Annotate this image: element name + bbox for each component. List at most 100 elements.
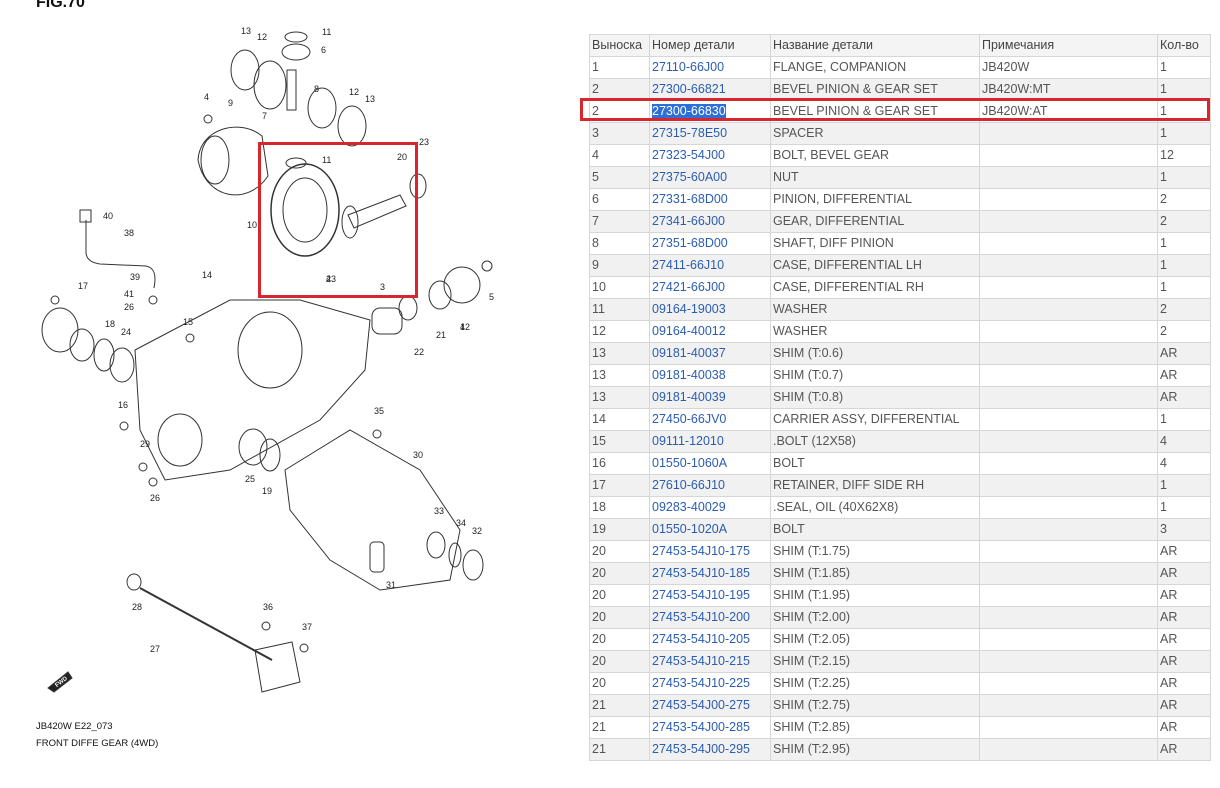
column-header-notes[interactable]: Примечания [979, 34, 1158, 57]
column-header-ref[interactable]: Выноска [589, 34, 650, 57]
cell-part-number-link[interactable]: 27453-54J10-185 [649, 562, 771, 585]
part-number-link[interactable]: 09164-19003 [652, 302, 726, 316]
cell-part-number-link[interactable]: 01550-1020A [649, 518, 771, 541]
part-number-link[interactable]: 01550-1060A [652, 456, 728, 470]
cell-part-number-link[interactable]: 27315-78E50 [649, 122, 771, 145]
cell-part-number-link[interactable]: 09111-12010 [649, 430, 771, 453]
cell-part-number-link[interactable]: 27453-54J10-200 [649, 606, 771, 629]
part-number-link[interactable]: 27453-54J10-200 [652, 610, 750, 624]
part-number-link[interactable]: 27453-54J10-205 [652, 632, 750, 646]
part-number-link[interactable]: 27453-54J10-195 [652, 588, 750, 602]
part-number-link[interactable]: 27421-66J00 [652, 280, 725, 294]
part-number-link[interactable]: 27323-54J00 [652, 148, 725, 162]
cell-part-number-link[interactable]: 09164-40012 [649, 320, 771, 343]
cell-part-number-link[interactable]: 27375-60A00 [649, 166, 771, 189]
cell-part-number-link[interactable]: 09181-40037 [649, 342, 771, 365]
part-number-link[interactable]: 27341-66J00 [652, 214, 725, 228]
cell-part-number-link[interactable]: 27110-66J00 [649, 56, 771, 79]
cell-part-number-link[interactable]: 27421-66J00 [649, 276, 771, 299]
cell-part-number-link[interactable]: 01550-1060A [649, 452, 771, 475]
part-number-link[interactable]: 27375-60A00 [652, 170, 728, 184]
part-number-link[interactable]: 27315-78E50 [652, 126, 728, 140]
part-number-link[interactable]: 09181-40039 [652, 390, 726, 404]
part-number-link[interactable]: 27453-54J10-225 [652, 676, 750, 690]
part-number-link[interactable]: 27453-54J00-275 [652, 698, 750, 712]
cell-part-number-link[interactable]: 27610-66J10 [649, 474, 771, 497]
cell-part-number-link[interactable]: 27453-54J00-275 [649, 694, 771, 717]
part-number-link[interactable]: 27453-54J10-175 [652, 544, 750, 558]
cell-part-number-link[interactable]: 09283-40029 [649, 496, 771, 519]
cell-part-number-link[interactable]: 27351-68D00 [649, 232, 771, 255]
part-number-link[interactable]: 27351-68D00 [652, 236, 728, 250]
part-number-link[interactable]: 27411-66J10 [652, 258, 725, 272]
cell-part-number-link[interactable]: 27453-54J00-295 [649, 738, 771, 761]
cell-part-number-link[interactable]: 09181-40038 [649, 364, 771, 387]
cell-part-number-link[interactable]: 27453-54J10-195 [649, 584, 771, 607]
part-number-link[interactable]: 27453-54J00-285 [652, 720, 750, 734]
part-number-link[interactable]: 27300-66830 [652, 104, 726, 118]
cell-part-number-link[interactable]: 27453-54J10-225 [649, 672, 771, 695]
cell-part-number-link[interactable]: 27453-54J10-205 [649, 628, 771, 651]
part-number-link[interactable]: 27610-66J10 [652, 478, 725, 492]
cell-part-number-link[interactable]: 27323-54J00 [649, 144, 771, 167]
part-number-link[interactable]: 01550-1020A [652, 522, 728, 536]
part-number-link[interactable]: 27331-68D00 [652, 192, 728, 206]
part-number-link[interactable]: 27110-66J00 [652, 60, 725, 74]
cell-part-number-link[interactable]: 27453-54J10-175 [649, 540, 771, 563]
cell-part-number-link[interactable]: 27450-66JV0 [649, 408, 771, 431]
cell-part-number-link[interactable]: 09164-19003 [649, 298, 771, 321]
cell-part-number-link[interactable]: 27300-66821 [649, 78, 771, 101]
part-number-link[interactable]: 27300-66821 [652, 82, 726, 96]
part-number-link[interactable]: 09181-40038 [652, 368, 726, 382]
part-number-link[interactable]: 09283-40029 [652, 500, 726, 514]
part-number-link[interactable]: 09164-40012 [652, 324, 726, 338]
cell-part-number-link[interactable]: 09181-40039 [649, 386, 771, 409]
cell-part-number-link[interactable]: 27453-54J00-285 [649, 716, 771, 739]
cell-part-number-link[interactable]: 27341-66J00 [649, 210, 771, 233]
cell-part-number-link[interactable]: 27453-54J10-215 [649, 650, 771, 673]
column-header-part-number[interactable]: Номер детали [649, 34, 771, 57]
part-number-link[interactable]: 27453-54J10-215 [652, 654, 750, 668]
part-number-link[interactable]: 27453-54J10-185 [652, 566, 750, 580]
cell-part-number-link[interactable]: 27411-66J10 [649, 254, 771, 277]
cell-part-number-link[interactable]: 27331-68D00 [649, 188, 771, 211]
part-number-link[interactable]: 27450-66JV0 [652, 412, 727, 426]
column-header-qty[interactable]: Кол-во [1157, 34, 1211, 57]
part-number-link[interactable]: 09111-12010 [652, 434, 724, 448]
part-number-link[interactable]: 27453-54J00-295 [652, 742, 750, 756]
cell-part-number-link[interactable]: 27300-66830 [649, 100, 771, 123]
column-header-part-name[interactable]: Название детали [770, 34, 980, 57]
